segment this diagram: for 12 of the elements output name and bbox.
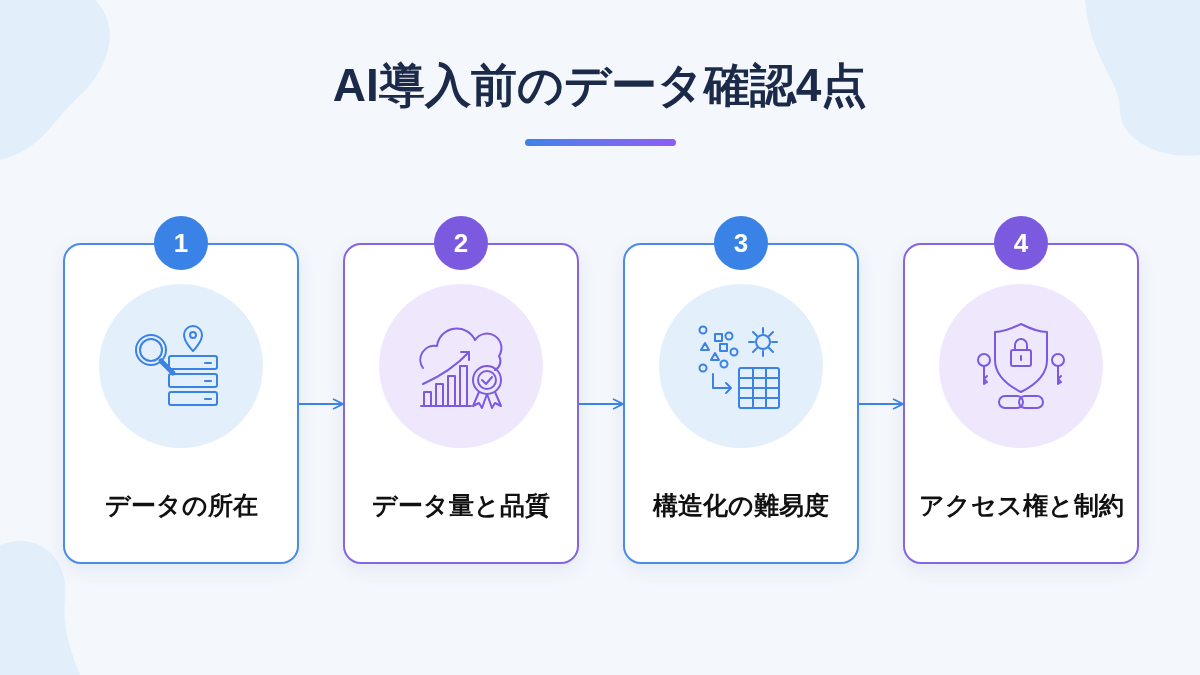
step-number-badge: 4 bbox=[994, 216, 1048, 270]
arrow bbox=[858, 398, 904, 410]
step-label: データの所在 bbox=[103, 490, 259, 521]
step-label: データ量と品質 bbox=[371, 490, 551, 521]
step-number-badge: 2 bbox=[434, 216, 488, 270]
step-label: 構造化の難易度 bbox=[651, 490, 830, 521]
arrow bbox=[298, 398, 344, 410]
title: AI導入前のデータ確認4点 bbox=[331, 62, 869, 108]
arrow bbox=[578, 398, 624, 410]
step-label: アクセス権と制約 bbox=[917, 490, 1125, 521]
step-number-badge: 3 bbox=[714, 216, 768, 270]
step-number-badge: 1 bbox=[154, 216, 208, 270]
